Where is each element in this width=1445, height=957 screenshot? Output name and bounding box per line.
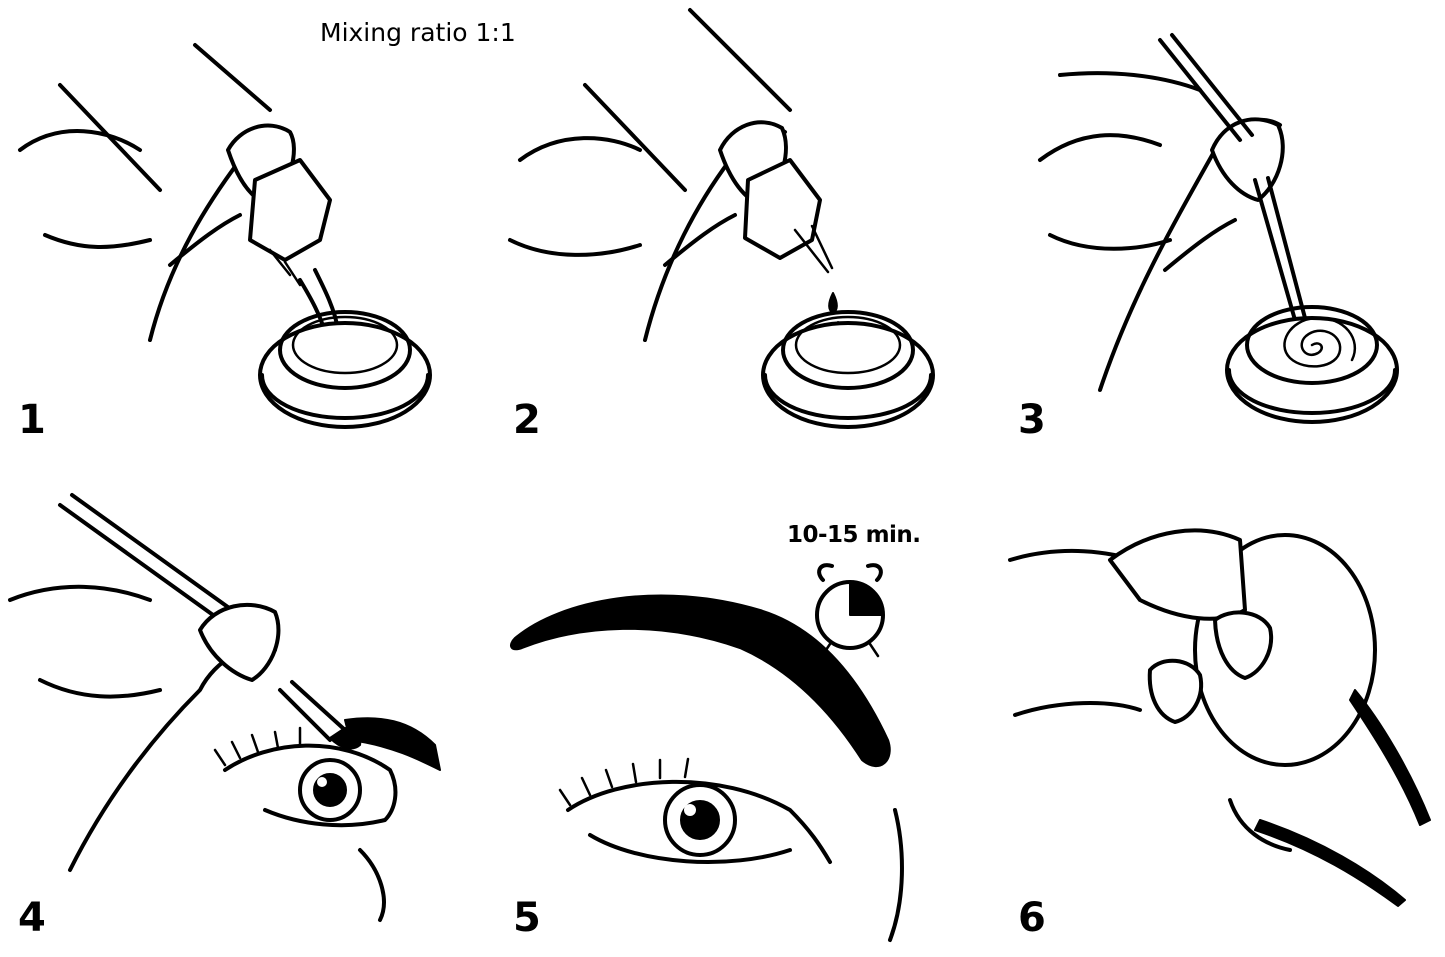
step-number-3: 3 [1018, 397, 1046, 443]
step-number-6: 6 [1018, 895, 1046, 941]
alarm-clock-icon [815, 563, 885, 658]
apply-brow-icon [8, 493, 441, 922]
wipe-pad-icon [1008, 528, 1431, 907]
stir-mix-icon [1038, 33, 1399, 424]
bottle-drop-icon [508, 8, 935, 429]
step-number-5: 5 [513, 895, 541, 941]
step-number-1: 1 [18, 397, 46, 443]
mixing-ratio-title: Mixing ratio 1:1 [320, 18, 516, 47]
wait-brow-icon [509, 594, 904, 942]
step-number-4: 4 [18, 895, 46, 941]
timer-label: 10-15 min. [787, 522, 921, 548]
step-number-2: 2 [513, 397, 541, 443]
bottle-pour-icon [18, 43, 432, 429]
